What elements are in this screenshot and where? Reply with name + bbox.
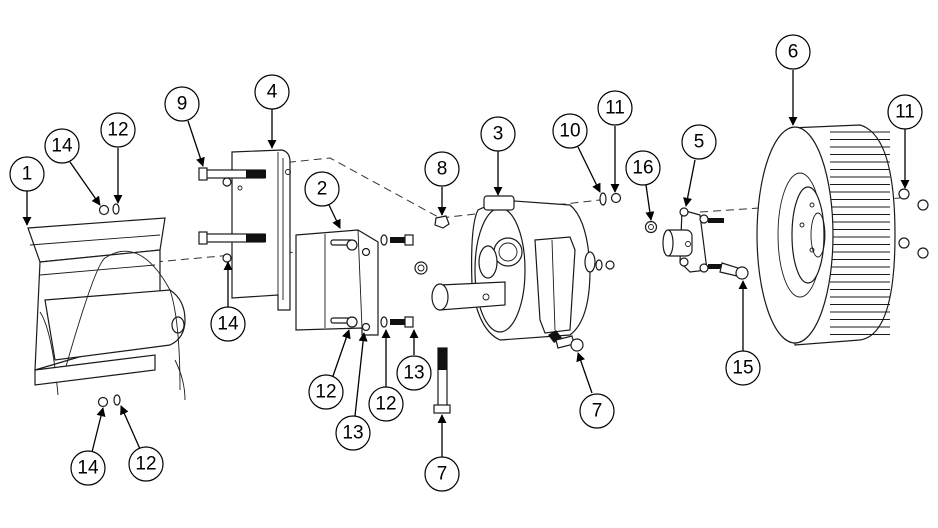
callout-balloon-14-middle: 14: [210, 306, 246, 342]
part-bolts-7: [433, 330, 584, 414]
callout-label: 5: [694, 132, 705, 153]
callout-label: 8: [437, 159, 448, 180]
callout-label: 16: [632, 158, 653, 179]
part-wheel: [756, 124, 929, 346]
callout-label: 7: [437, 464, 448, 485]
callout-balloon-9: 9: [164, 86, 200, 122]
callout-balloon-12-bottom-left: 12: [128, 446, 164, 482]
callout-label: 11: [605, 98, 625, 119]
part-gearbox: [431, 192, 622, 341]
callout-balloon-5: 5: [681, 124, 717, 160]
callout-balloon-11-top: 11: [597, 90, 633, 126]
part-mount-plate: [231, 149, 291, 311]
callout-balloon-14-top: 14: [44, 128, 80, 164]
part-hub: [662, 207, 749, 280]
callout-label: 1: [22, 164, 33, 185]
part-auger-housing: [27, 217, 186, 401]
callout-label: 12: [375, 394, 396, 415]
part-long-bolts: [198, 167, 266, 263]
callout-label: 12: [107, 120, 128, 141]
callout-balloon-8: 8: [424, 151, 460, 187]
callout-balloon-3: 3: [480, 116, 516, 152]
callout-balloon-14-bottom: 14: [70, 450, 106, 486]
callout-label: 2: [317, 179, 328, 200]
callout-label: 14: [77, 458, 99, 479]
callout-label: 6: [788, 42, 799, 63]
callout-balloon-7-right: 7: [579, 393, 615, 429]
callout-balloon-6: 6: [775, 34, 811, 70]
callout-balloon-16: 16: [625, 150, 661, 186]
callout-balloon-4: 4: [254, 74, 290, 110]
callout-balloon-15: 15: [725, 350, 761, 386]
callout-label: 15: [732, 358, 753, 379]
callout-label: 13: [403, 363, 424, 384]
callout-label: 12: [315, 382, 336, 403]
callout-balloon-2: 2: [304, 171, 340, 207]
callout-balloon-10: 10: [552, 113, 588, 149]
callout-label: 14: [217, 314, 239, 335]
part-nuts-washers: [97, 203, 121, 408]
leader-lines: [22, 70, 910, 457]
callout-label: 4: [267, 82, 278, 103]
callout-balloon-12-bracket-right: 12: [368, 386, 404, 422]
part-nut-16: [644, 220, 658, 234]
callout-label: 11: [895, 102, 915, 123]
callout-balloon-13-right: 13: [396, 355, 432, 391]
callout-balloon-12-bracket-left: 12: [308, 374, 344, 410]
callout-label: 3: [493, 124, 504, 145]
callout-balloon-11-right: 11: [887, 94, 923, 130]
callout-balloon-1: 1: [9, 156, 45, 192]
part-bracket: [295, 215, 450, 336]
callout-label: 10: [559, 121, 580, 142]
callout-label: 14: [51, 136, 73, 157]
callout-label: 9: [177, 94, 188, 115]
callout-balloon-13-center: 13: [335, 415, 371, 451]
callout-label: 12: [135, 454, 156, 475]
callout-label: 13: [342, 423, 363, 444]
callout-label: 7: [592, 401, 603, 422]
callout-balloon-12-top: 12: [100, 112, 136, 148]
callout-balloon-7-bottom: 7: [424, 456, 460, 492]
